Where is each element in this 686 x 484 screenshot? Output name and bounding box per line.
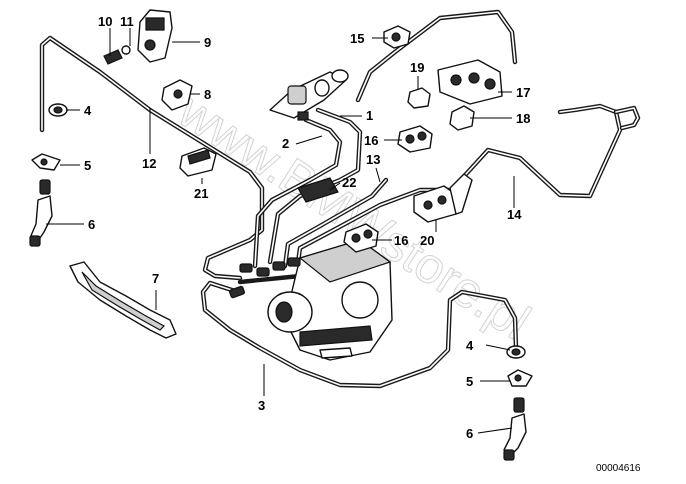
unit-fittings [229, 257, 301, 299]
callout-17: 17 [516, 85, 530, 100]
part-16-clip-upper [397, 125, 433, 153]
callout-19: 19 [410, 60, 424, 75]
callout-4-upper: 4 [84, 103, 92, 118]
part-5-clip-right [507, 369, 533, 387]
part-16-clip-lower [343, 223, 379, 253]
part-4-grommet [48, 103, 68, 117]
callout-10: 10 [98, 14, 112, 29]
part-10-screw [103, 45, 131, 65]
callout-9: 9 [204, 35, 211, 50]
callout-5-upper: 5 [84, 158, 91, 173]
part-17-holder [437, 59, 503, 105]
part-6-hose [29, 179, 53, 247]
callout-12: 12 [142, 156, 156, 171]
callout-4-lower: 4 [466, 338, 474, 353]
part-22-pads [297, 177, 339, 203]
callout-13: 13 [366, 152, 380, 167]
hydraulic-unit [267, 239, 393, 361]
callout-15: 15 [350, 31, 364, 46]
callout-20: 20 [420, 233, 434, 248]
part-7-rail [69, 261, 177, 339]
callout-8: 8 [204, 87, 211, 102]
callout-1: 1 [366, 108, 373, 123]
callout-6-upper: 6 [88, 217, 95, 232]
part-6-hose-right [503, 397, 527, 461]
callout-21: 21 [194, 186, 208, 201]
callout-5-lower: 5 [466, 374, 473, 389]
callout-6-lower: 6 [466, 426, 473, 441]
callout-16-lower: 16 [394, 233, 408, 248]
master-cylinder [269, 69, 349, 121]
part-4-grommet-right [506, 345, 526, 359]
part-8-clip [161, 79, 193, 111]
callout-14: 14 [507, 207, 522, 222]
callout-3: 3 [258, 398, 265, 413]
part-15-clip [383, 25, 411, 49]
brake-pipes [39, 9, 641, 389]
part-18-clip [449, 105, 475, 131]
callout-18: 18 [516, 111, 530, 126]
callout-2: 2 [282, 136, 289, 151]
leader-lines [46, 28, 515, 434]
part-19-clip [407, 87, 431, 109]
part-5-clip [31, 153, 61, 171]
callout-labels: 10 11 9 8 4 5 6 12 7 21 1 2 22 13 16 15 … [84, 14, 530, 441]
part-20-bracket [413, 173, 473, 223]
callout-11: 11 [120, 14, 134, 29]
callout-7: 7 [152, 271, 159, 286]
callout-22: 22 [342, 175, 356, 190]
part-21-block [179, 147, 217, 177]
diagram-code: 00004616 [596, 463, 641, 474]
part-9-bracket [137, 9, 173, 63]
callout-16-upper: 16 [364, 133, 378, 148]
